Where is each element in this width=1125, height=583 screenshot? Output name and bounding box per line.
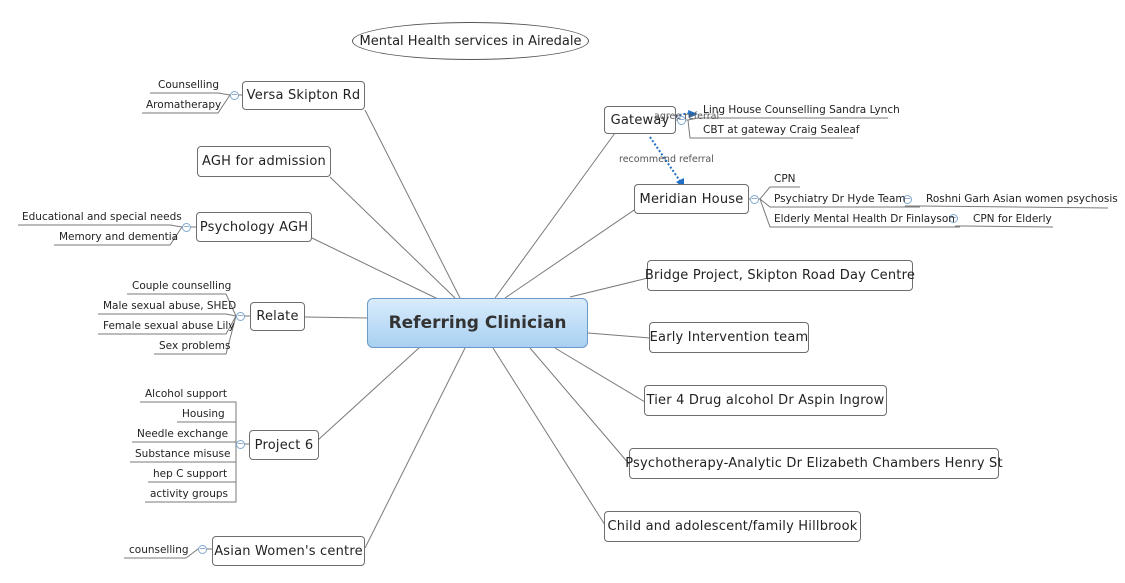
connector xyxy=(98,293,250,355)
collapse-icon[interactable]: − xyxy=(677,115,686,125)
subtopic[interactable]: Needle exchange xyxy=(137,428,229,440)
connector xyxy=(492,347,606,526)
subtopic[interactable]: hep C support xyxy=(153,468,228,480)
topic-psychology[interactable]: Psychology AGH xyxy=(196,212,312,242)
connector xyxy=(311,237,441,301)
subtopic[interactable]: CPN for Elderly xyxy=(973,213,1052,225)
connector xyxy=(504,205,641,299)
connector xyxy=(905,205,1109,209)
connector xyxy=(569,277,649,298)
subtopic[interactable]: Substance misuse xyxy=(135,448,231,460)
collapse-icon[interactable]: − xyxy=(198,544,207,554)
connector xyxy=(329,176,456,299)
collapse-icon[interactable]: − xyxy=(236,311,245,321)
relationship-recommend-arrow xyxy=(649,136,683,185)
subtopic[interactable]: CBT at gateway Craig Sealeaf xyxy=(703,124,860,136)
subtopic[interactable]: Sex problems xyxy=(159,340,231,352)
subtopic[interactable]: Educational and special needs xyxy=(22,211,182,223)
subtopic[interactable]: Male sexual abuse, SHED xyxy=(103,300,237,312)
subtopic[interactable]: Ling House Counselling Sandra Lynch xyxy=(703,104,900,116)
collapse-icon[interactable]: − xyxy=(230,90,239,100)
collapse-icon[interactable]: − xyxy=(750,194,759,204)
topic-tier4[interactable]: Tier 4 Drug alcohol Dr Aspin Ingrow xyxy=(644,385,887,416)
collapse-icon[interactable]: − xyxy=(903,194,912,204)
topic-early-intervention[interactable]: Early Intervention team xyxy=(649,322,809,353)
subtopic[interactable]: Roshni Garh Asian women psychosis xyxy=(926,193,1118,205)
subtopic[interactable]: Alcohol support xyxy=(145,388,227,400)
map-title: Mental Health services in Airedale xyxy=(352,22,589,60)
subtopic[interactable]: Counselling xyxy=(158,79,220,91)
collapse-icon[interactable]: − xyxy=(236,439,245,449)
connector xyxy=(304,316,369,319)
subtopic[interactable]: activity groups xyxy=(150,488,229,500)
subtopic[interactable]: counselling xyxy=(129,544,189,556)
central-topic[interactable]: Referring Clinician xyxy=(367,298,588,348)
arrowhead xyxy=(688,110,698,118)
topic-meridian[interactable]: Meridian House xyxy=(634,184,749,214)
collapse-icon[interactable]: − xyxy=(949,213,958,223)
subtopic[interactable]: Memory and dementia xyxy=(59,231,179,243)
subtopic[interactable]: Psychiatry Dr Hyde Team xyxy=(774,193,906,205)
connector xyxy=(364,109,461,299)
connector xyxy=(955,225,1054,228)
topic-gateway[interactable]: Gateway xyxy=(604,106,676,134)
topic-psychotherapy[interactable]: Psychotherapy-Analytic Dr Elizabeth Cham… xyxy=(625,448,1003,479)
subtopic[interactable]: Aromatherapy xyxy=(146,99,222,111)
relationship-label-recommend: recommend referral xyxy=(619,154,714,165)
topic-agh-admission[interactable]: AGH for admission xyxy=(197,146,331,177)
collapse-icon[interactable]: − xyxy=(182,222,191,232)
connector xyxy=(554,347,646,403)
subtopic[interactable]: Couple counselling xyxy=(132,280,232,292)
topic-versa[interactable]: Versa Skipton Rd xyxy=(242,81,365,110)
connector xyxy=(494,132,616,299)
topic-relate[interactable]: Relate xyxy=(250,302,305,331)
subtopic[interactable]: Female sexual abuse Lily xyxy=(103,320,235,332)
topic-child[interactable]: Child and adolescent/family Hillbrook xyxy=(604,511,861,542)
connector xyxy=(317,346,421,441)
subtopic[interactable]: Elderly Mental Health Dr Finlayson xyxy=(774,213,955,225)
topic-bridge[interactable]: Bridge Project, Skipton Road Day Centre xyxy=(645,260,915,291)
topic-asian-womens[interactable]: Asian Women's centre xyxy=(212,536,365,566)
connector xyxy=(529,347,631,466)
subtopic[interactable]: Housing xyxy=(182,408,225,420)
relationship-label-agree: agree referral xyxy=(654,111,720,122)
connector xyxy=(587,332,651,339)
topic-project6[interactable]: Project 6 xyxy=(249,430,319,460)
subtopic[interactable]: CPN xyxy=(774,173,796,185)
connector xyxy=(364,347,466,549)
